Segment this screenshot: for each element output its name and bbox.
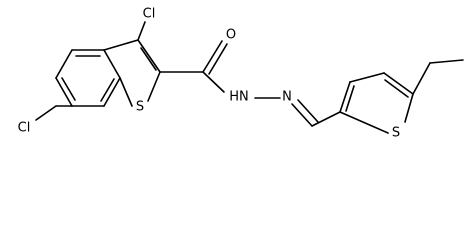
atom-label-sulfur-thiophene: S — [392, 126, 400, 141]
atom-label-chlorine-3: Cl — [143, 7, 156, 22]
bond — [349, 72, 385, 83]
atom-label-oxygen: O — [226, 28, 236, 43]
bond — [35, 105, 57, 121]
molecule-structure: Cl Cl S O HN N S — [18, 7, 464, 141]
bond — [208, 43, 228, 75]
bond — [61, 77, 76, 101]
atom-labels: Cl Cl S O HN N S — [18, 7, 400, 141]
bond — [140, 47, 157, 71]
atom-label-sulfur-benzothiophene: S — [136, 100, 144, 115]
bond — [147, 71, 161, 102]
bond — [311, 111, 341, 127]
bond-lines — [35, 21, 464, 134]
bond — [137, 39, 161, 73]
bond — [404, 93, 414, 123]
bond — [412, 62, 431, 95]
bond — [103, 49, 121, 79]
bond — [55, 77, 73, 107]
bond — [297, 99, 319, 123]
atom-label-chlorine-6: Cl — [18, 121, 31, 136]
bond — [137, 21, 146, 41]
bond — [103, 77, 121, 107]
bond — [119, 77, 133, 107]
bond — [384, 79, 409, 98]
bond — [55, 49, 73, 79]
bond — [429, 59, 464, 64]
bond — [100, 78, 115, 102]
atom-label-imine-nitrogen: N — [282, 90, 292, 105]
bond — [345, 85, 355, 112]
bond — [103, 39, 139, 51]
bond — [202, 40, 223, 73]
bond — [202, 71, 225, 93]
bond — [339, 111, 389, 134]
bond — [339, 81, 351, 113]
bond — [291, 103, 313, 127]
atom-label-nh: HN — [229, 90, 249, 105]
bond — [383, 72, 414, 95]
